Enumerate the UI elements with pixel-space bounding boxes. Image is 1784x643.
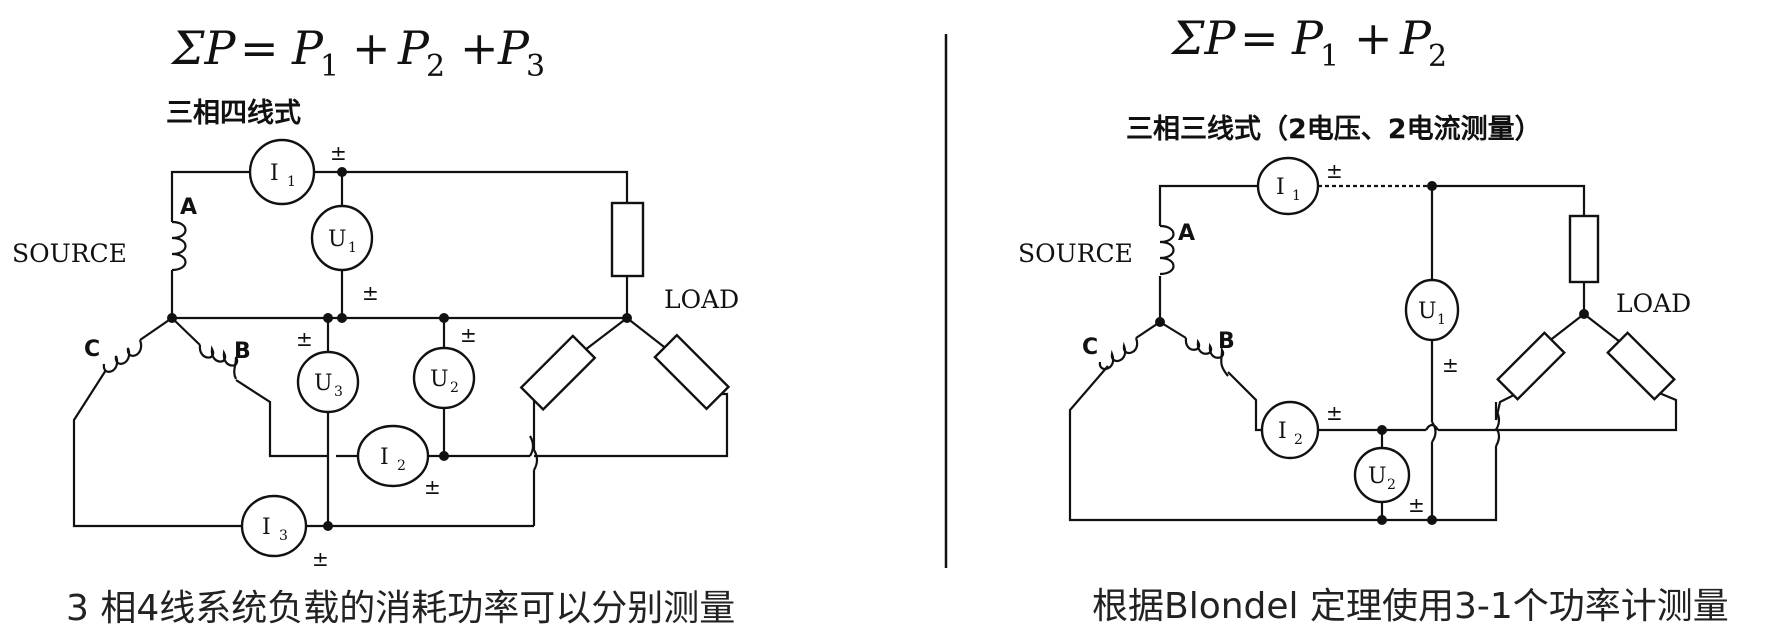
formula-p2: P <box>1399 11 1432 65</box>
svg-text:1: 1 <box>287 174 296 190</box>
load-resistor-c <box>653 333 731 411</box>
right-formula: ΣP = P 1 + P 2 <box>1170 11 1447 74</box>
right-load <box>1496 214 1676 401</box>
polarity-mark: ± <box>1326 159 1343 183</box>
polarity-mark: ± <box>312 547 329 571</box>
phase-b-label: B <box>234 339 251 364</box>
polarity-mark: ± <box>1408 493 1425 517</box>
load-resistor-b <box>1496 331 1566 401</box>
formula-plus-1: + <box>352 21 391 75</box>
svg-text:1: 1 <box>1437 312 1446 328</box>
formula-sum-p: ΣP <box>170 21 237 75</box>
left-wires <box>72 170 729 528</box>
phase-a-label: A <box>1178 221 1195 246</box>
left-coils <box>102 220 239 380</box>
left-panel: ΣP = P 1 + P 2 + P 3 三相四线式 <box>12 21 739 629</box>
formula-p1-sub: 1 <box>1320 39 1339 74</box>
svg-text:I: I <box>1278 419 1287 444</box>
source-label: SOURCE <box>12 239 127 268</box>
source-label: SOURCE <box>1018 239 1133 268</box>
meter-i1: I 1 <box>1256 156 1320 216</box>
phase-c-label: C <box>84 337 100 362</box>
coil-c <box>1098 337 1139 371</box>
load-label: LOAD <box>1616 289 1691 318</box>
left-load <box>519 201 731 412</box>
formula-p3-sub: 3 <box>526 49 545 84</box>
left-caption: 3 相4线系统负载的消耗功率可以分别测量 <box>66 588 735 629</box>
left-junctions <box>167 167 632 531</box>
svg-text:2: 2 <box>450 380 459 396</box>
coil-b <box>1184 337 1229 377</box>
polarity-mark: ± <box>1326 401 1343 425</box>
meter-u2: U 2 <box>412 346 476 410</box>
meter-u1: U 1 <box>1404 278 1460 342</box>
load-resistor-a <box>1568 214 1600 284</box>
coil-c <box>102 339 143 373</box>
formula-equals: = <box>1240 11 1279 65</box>
phase-c-label: C <box>1082 335 1098 360</box>
formula-plus-2: + <box>460 21 499 75</box>
phase-a-label: A <box>180 195 197 220</box>
svg-text:1: 1 <box>1292 188 1301 204</box>
right-subtitle: 三相三线式（2电压、2电流测量） <box>1126 114 1542 145</box>
polarity-mark: ± <box>296 327 313 351</box>
svg-text:I: I <box>380 445 389 470</box>
meter-u1: U 1 <box>310 204 374 272</box>
right-panel: ΣP = P 1 + P 2 三相三线式（2电压、2电流测量） <box>1018 11 1729 627</box>
svg-text:I: I <box>1276 175 1285 200</box>
formula-p1: P <box>1291 11 1324 65</box>
polarity-mark: ± <box>330 141 347 165</box>
formula-p2-sub: 2 <box>1428 39 1447 74</box>
svg-text:U: U <box>430 367 449 392</box>
formula-p1: P <box>291 21 324 75</box>
meter-i1: I 1 <box>248 138 316 206</box>
right-junctions <box>1155 181 1589 525</box>
load-resistor-a <box>610 201 645 278</box>
svg-text:U: U <box>328 227 347 252</box>
load-resistor-c <box>1606 331 1676 401</box>
right-caption: 根据Blondel 定理使用3-1个功率计测量 <box>1092 586 1729 627</box>
formula-p2: P <box>397 21 430 75</box>
left-formula: ΣP = P 1 + P 2 + P 3 <box>170 21 545 84</box>
svg-text:U: U <box>1368 464 1387 489</box>
right-wires <box>1068 184 1678 522</box>
coil-a <box>171 220 187 272</box>
formula-p2-sub: 2 <box>426 49 445 84</box>
polarity-mark: ± <box>362 281 379 305</box>
svg-text:U: U <box>314 371 333 396</box>
svg-text:3: 3 <box>279 528 288 544</box>
meter-u2: U 2 <box>1353 446 1411 504</box>
formula-equals: = <box>240 21 279 75</box>
svg-text:I: I <box>270 161 279 186</box>
meter-i2: I 2 <box>356 424 430 488</box>
formula-p3: P <box>497 21 530 75</box>
polarity-mark: ± <box>460 323 477 347</box>
meter-i3: I 3 <box>240 494 308 558</box>
polarity-mark: ± <box>1442 353 1459 377</box>
polarity-mark: ± <box>424 475 441 499</box>
coil-a <box>1159 224 1175 276</box>
meter-i2: I 2 <box>1260 400 1320 460</box>
left-subtitle: 三相四线式 <box>166 98 301 129</box>
formula-sum-p: ΣP <box>1170 11 1237 65</box>
svg-text:I: I <box>262 515 271 540</box>
svg-text:U: U <box>1418 299 1437 324</box>
coil-b <box>198 344 239 380</box>
right-coils <box>1098 224 1229 377</box>
formula-p1-sub: 1 <box>320 49 339 84</box>
phase-b-label: B <box>1218 329 1235 354</box>
load-label: LOAD <box>664 285 739 314</box>
svg-text:1: 1 <box>348 240 357 256</box>
svg-text:2: 2 <box>1294 432 1303 448</box>
load-resistor-b <box>519 334 597 412</box>
svg-text:2: 2 <box>1387 477 1396 493</box>
meter-u3: U 3 <box>296 350 360 414</box>
svg-text:3: 3 <box>334 384 343 400</box>
svg-text:2: 2 <box>397 458 406 474</box>
formula-plus-1: + <box>1354 11 1393 65</box>
